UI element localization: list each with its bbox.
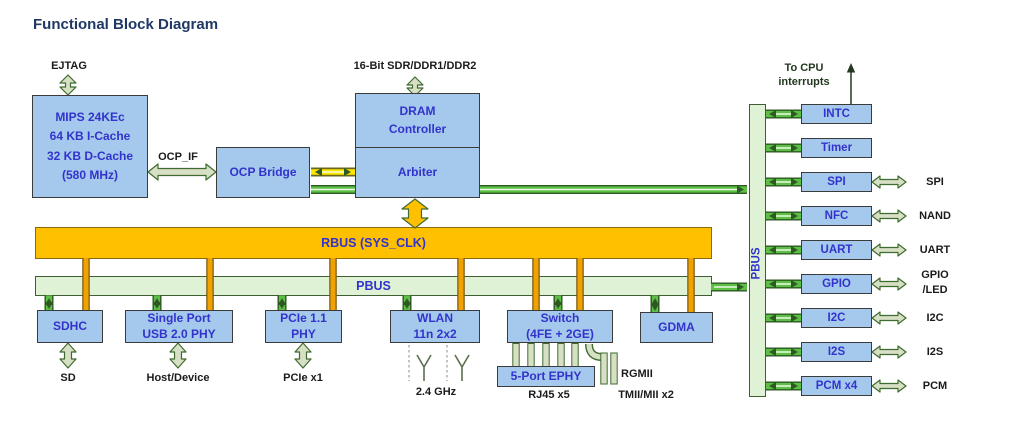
dram-controller-cell: DRAM Controller: [356, 94, 479, 148]
host-device-label: Host/Device: [146, 372, 210, 384]
ocp-if-label: OCP_IF: [158, 151, 198, 163]
page-title: Functional Block Diagram: [33, 16, 219, 33]
uart-ext-label: UART: [919, 244, 951, 256]
spi-ext-label: SPI: [926, 176, 944, 188]
rj45-label: RJ45 x5: [528, 389, 570, 401]
pcm-ext-label: PCM: [922, 380, 948, 392]
rbus-label: RBUS (SYS_CLK): [321, 236, 426, 250]
ejtag-label: EJTAG: [51, 60, 87, 72]
dram-controller-box: DRAM Controller Arbiter: [355, 93, 480, 198]
wlan-freq-label: 2.4 GHz: [415, 386, 457, 398]
wlan-box: WLAN 11n 2x2: [390, 310, 480, 343]
pcie-x1-label: PCIe x1: [283, 372, 323, 384]
gdma-box: GDMA: [640, 312, 713, 343]
intc-box: INTC: [801, 104, 872, 124]
spi-box: SPI: [801, 172, 872, 192]
gpio-led-ext-label: GPIO /LED: [921, 269, 949, 296]
pbus-vertical-label: PBUS: [750, 247, 763, 280]
ephy-box: 5-Port EPHY: [497, 366, 595, 387]
dram-interface-label: 16-Bit SDR/DDR1/DDR2: [353, 60, 477, 72]
i2c-ext-label: I2C: [926, 312, 944, 324]
i2s-ext-label: I2S: [926, 346, 944, 358]
i2c-box: I2C: [801, 308, 872, 328]
pbus-label: PBUS: [356, 279, 391, 293]
rbus-bar: RBUS (SYS_CLK): [35, 227, 712, 259]
arbiter-cell: Arbiter: [397, 164, 438, 179]
pcm-box: PCM x4: [801, 376, 872, 396]
usb-phy-box: Single Port USB 2.0 PHY: [125, 310, 233, 343]
pbus-bar: PBUS: [35, 276, 712, 296]
i2s-box: I2S: [801, 342, 872, 362]
nfc-box: NFC: [801, 206, 872, 226]
mips-core-box: MIPS 24KEc 64 KB I-Cache 32 KB D-Cache (…: [32, 95, 148, 198]
rgmii-label: RGMII: [621, 368, 653, 380]
pcie-phy-box: PCIe 1.1 PHY: [265, 310, 342, 343]
uart-box: UART: [801, 240, 872, 260]
sd-label: SD: [60, 372, 76, 384]
timer-box: Timer: [801, 138, 872, 158]
tmii-label: TMII/MII x2: [618, 389, 674, 401]
pbus-vertical-bar: [749, 104, 766, 397]
nand-ext-label: NAND: [919, 210, 951, 222]
ocp-bridge-box: OCP Bridge: [216, 147, 310, 198]
switch-box: Switch (4FE + 2GE): [507, 310, 613, 343]
sdhc-box: SDHC: [37, 310, 103, 343]
gpio-box: GPIO: [801, 274, 872, 294]
cpu-interrupts-label: To CPU interrupts: [778, 62, 830, 89]
